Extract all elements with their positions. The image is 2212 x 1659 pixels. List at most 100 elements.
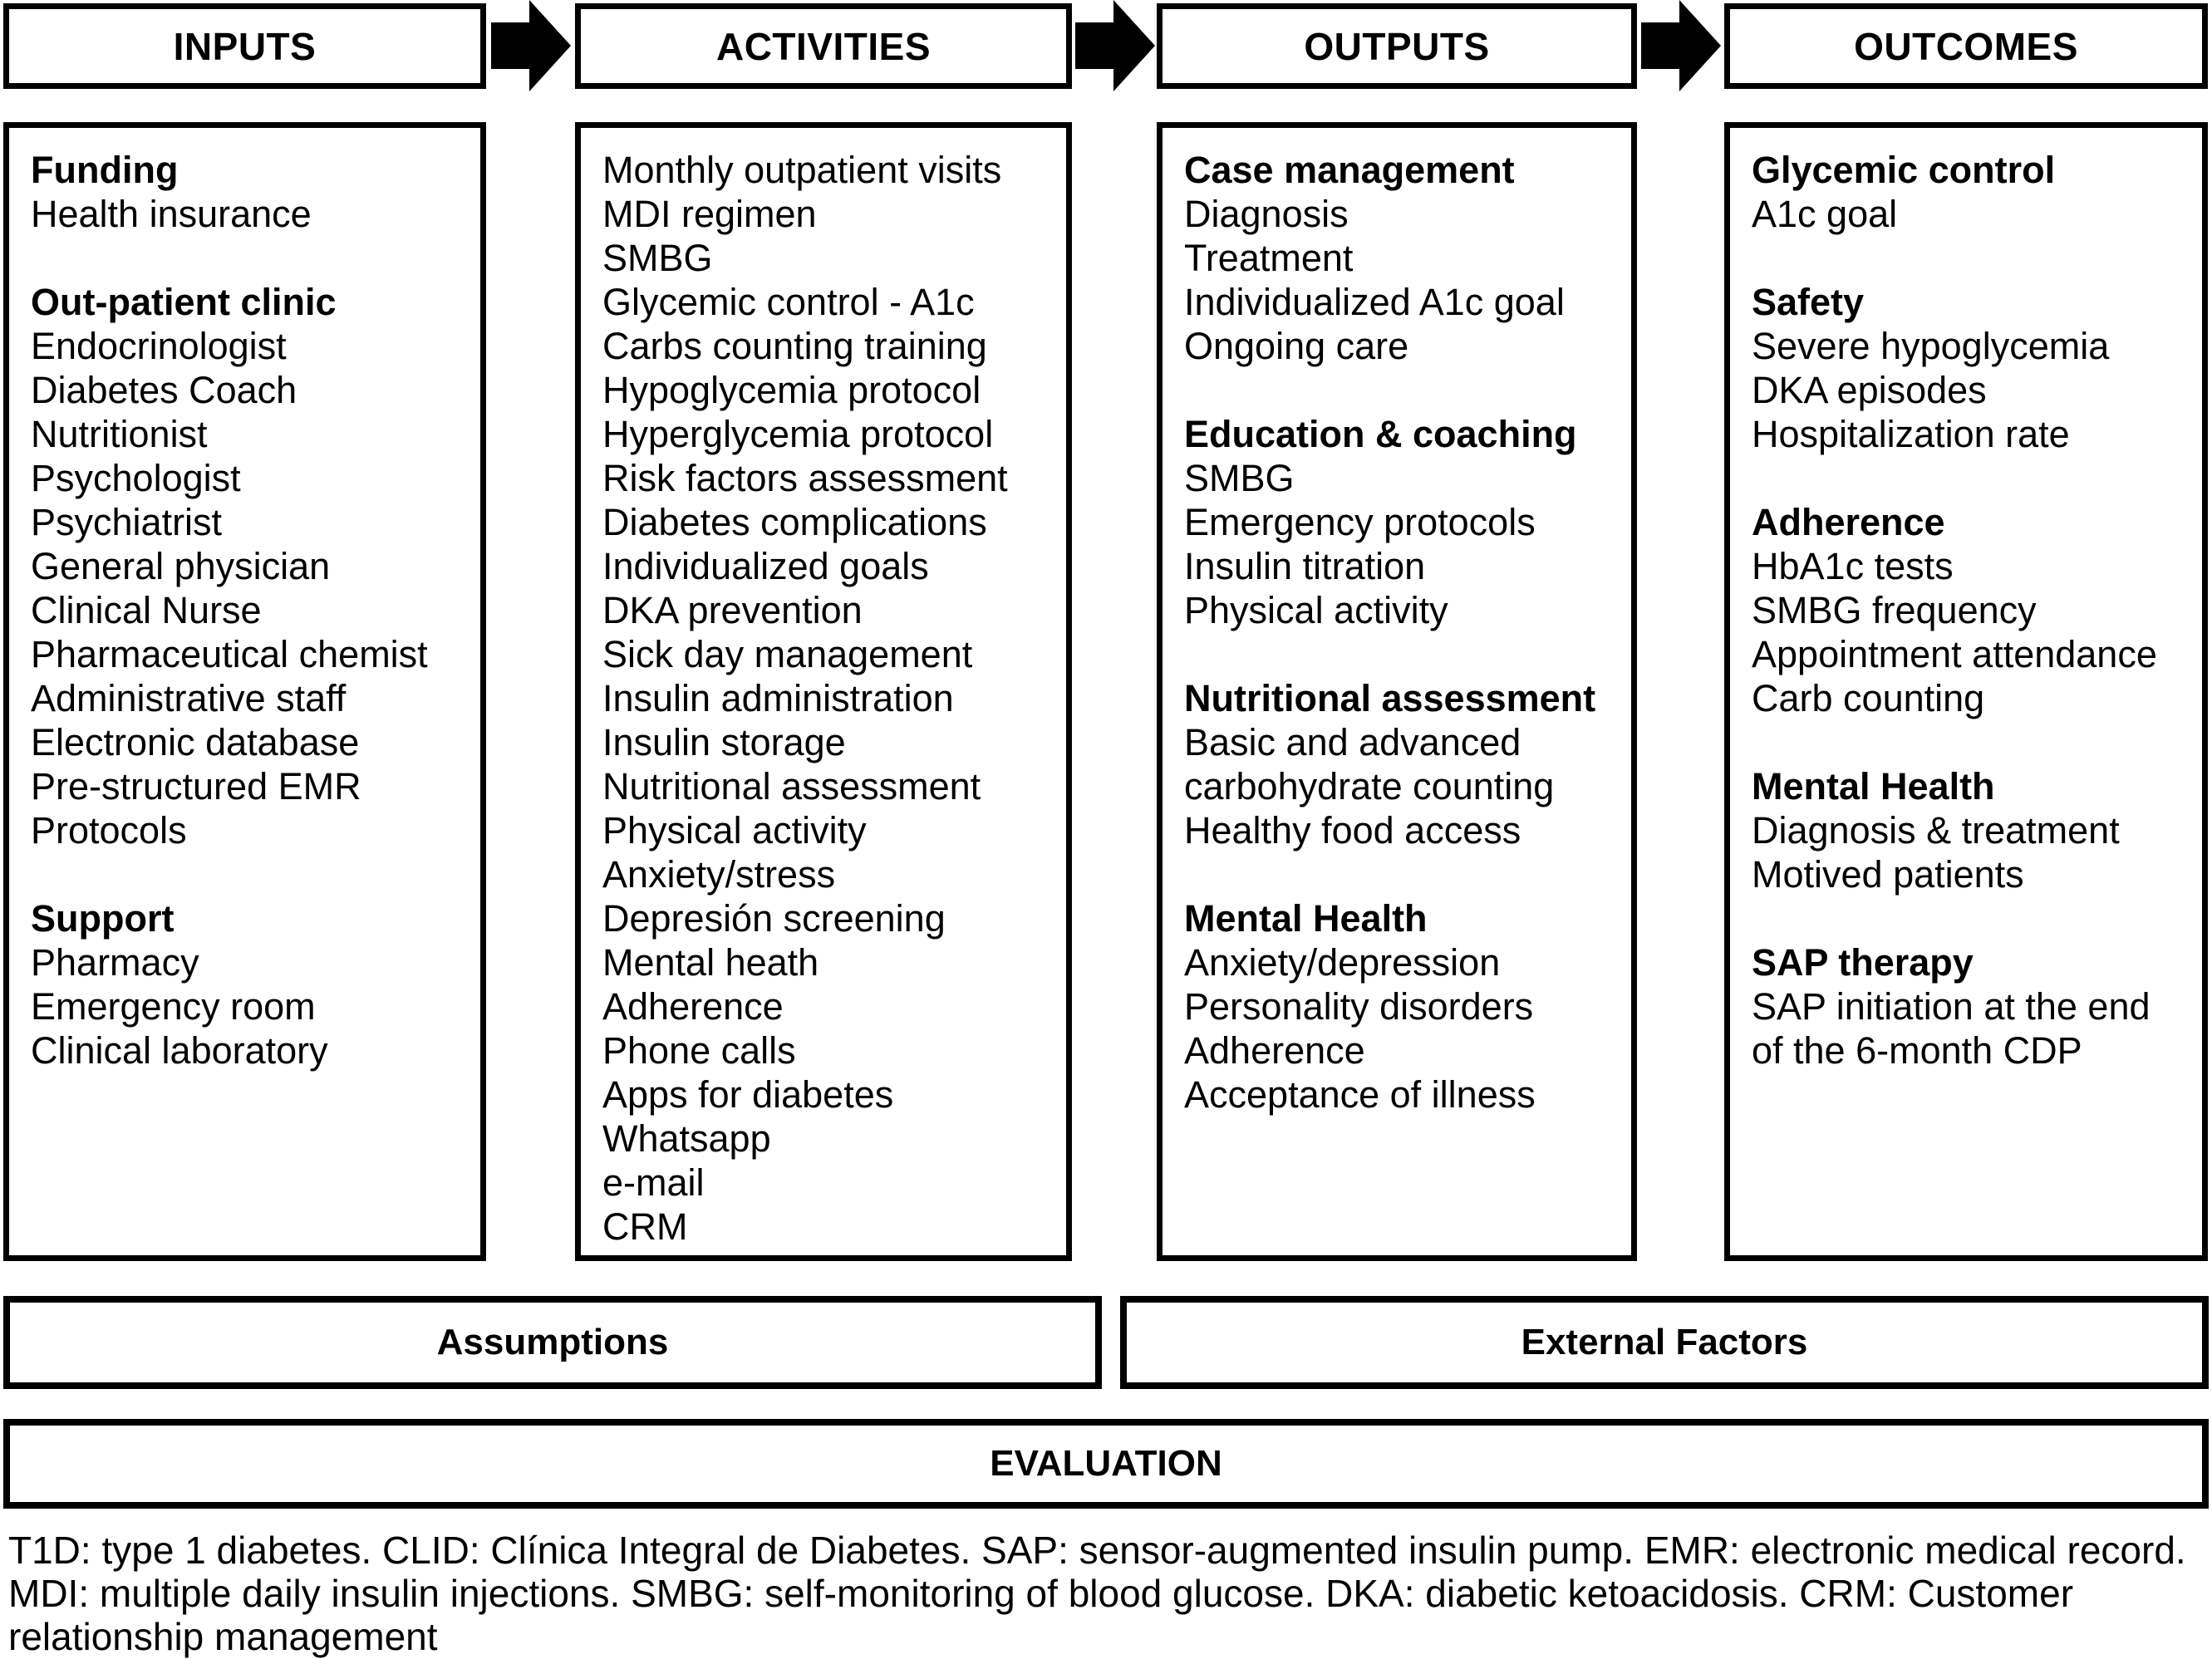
header-outputs: OUTPUTS xyxy=(1157,3,1637,89)
list-item: Protocols xyxy=(31,809,187,852)
arrow-head xyxy=(1113,0,1155,91)
list-item: Physical activity xyxy=(602,809,867,852)
list-item: Individualized goals xyxy=(602,545,929,587)
list-item: e-mail xyxy=(602,1161,705,1204)
list-item: Anxiety/depression xyxy=(1184,941,1501,984)
list-item: A1c goal xyxy=(1752,193,1898,235)
list-item: SMBG xyxy=(602,237,713,279)
list-item: Nutritional assessment xyxy=(602,765,981,807)
list-item: Motived patients xyxy=(1752,853,2024,896)
list-item: Individualized A1c goal xyxy=(1184,281,1565,323)
group-heading: Education & coaching xyxy=(1184,413,1577,455)
list-item: MDI regimen xyxy=(602,193,817,235)
evaluation-label: EVALUATION xyxy=(990,1443,1222,1484)
group-heading: Glycemic control xyxy=(1752,149,2056,191)
list-item: Hyperglycemia protocol xyxy=(602,413,994,455)
list-item: Apps for diabetes xyxy=(602,1073,894,1116)
group-heading: Funding xyxy=(31,149,179,191)
header-activities: ACTIVITIES xyxy=(575,3,1072,89)
list-item: Sick day management xyxy=(602,633,973,675)
group-heading: Safety xyxy=(1752,281,1865,323)
list-item: Psychologist xyxy=(31,457,241,499)
list-item: Whatsapp xyxy=(602,1117,771,1160)
list-item: Nutritionist xyxy=(31,413,208,455)
list-item: SAP initiation at the end of the 6-month… xyxy=(1752,985,2151,1072)
list-item: Monthly outpatient visits xyxy=(602,149,1002,191)
list-item: Diabetes Coach xyxy=(31,369,297,411)
list-item: Clinical laboratory xyxy=(31,1029,328,1072)
assumptions-label: Assumptions xyxy=(436,1322,669,1362)
header-outputs-label: OUTPUTS xyxy=(1304,24,1490,68)
group-heading: Nutritional assessment xyxy=(1184,677,1596,719)
header-inputs: INPUTS xyxy=(3,3,486,89)
header-outcomes: OUTCOMES xyxy=(1724,3,2208,89)
list-item: Glycemic control - A1c xyxy=(602,281,975,323)
list-item: SMBG frequency xyxy=(1752,589,2037,631)
arrow-body xyxy=(1641,22,1679,69)
list-item: Insulin administration xyxy=(602,677,954,719)
list-item: HbA1c tests xyxy=(1752,545,1954,587)
list-item: Carbs counting training xyxy=(602,325,987,367)
list-item: Diagnosis & treatment xyxy=(1752,809,2120,852)
list-item: Diabetes complications xyxy=(602,501,987,543)
list-item: Insulin titration xyxy=(1184,545,1426,587)
list-item: Appointment attendance xyxy=(1752,633,2157,675)
list-item: Depresión screening xyxy=(602,897,946,940)
list-item: Severe hypoglycemia xyxy=(1752,325,2110,367)
header-inputs-label: INPUTS xyxy=(173,24,317,68)
group-heading: Adherence xyxy=(1752,501,1945,543)
list-item: Pharmaceutical chemist xyxy=(31,633,428,675)
header-outcomes-label: OUTCOMES xyxy=(1854,24,2078,68)
assumptions-box: Assumptions xyxy=(3,1296,1102,1389)
group-heading: SAP therapy xyxy=(1752,941,1974,984)
list-item: SMBG xyxy=(1184,457,1295,499)
list-item: Healthy food access xyxy=(1184,809,1521,852)
list-item: Phone calls xyxy=(602,1029,796,1072)
list-item: Carb counting xyxy=(1752,677,1985,719)
list-item: Risk factors assessment xyxy=(602,457,1008,499)
external-factors-box: External Factors xyxy=(1120,1296,2209,1389)
list-item: CRM xyxy=(602,1205,688,1248)
list-item: Administrative staff xyxy=(31,677,347,719)
list-item: Ongoing care xyxy=(1184,325,1409,367)
group-heading: Case management xyxy=(1184,149,1515,191)
list-item: Psychiatrist xyxy=(31,501,223,543)
list-item: Endocrinologist xyxy=(31,325,287,367)
header-activities-label: ACTIVITIES xyxy=(715,24,931,68)
list-item: Clinical Nurse xyxy=(31,589,262,631)
list-item: Hospitalization rate xyxy=(1752,413,2070,455)
arrow-body xyxy=(491,22,529,69)
list-item: Hypoglycemia protocol xyxy=(602,369,981,411)
list-item: General physician xyxy=(31,545,331,587)
arrow-head xyxy=(529,0,571,91)
list-item: Physical activity xyxy=(1184,589,1448,631)
arrow-head xyxy=(1679,0,1721,91)
abbreviations-footnote: T1D: type 1 diabetes. CLID: Clínica Inte… xyxy=(8,1529,2186,1658)
group-heading: Mental Health xyxy=(1752,765,1995,807)
list-item: Treatment xyxy=(1184,237,1354,279)
list-item: DKA episodes xyxy=(1752,369,1987,411)
list-item: Adherence xyxy=(602,985,784,1028)
list-item: Adherence xyxy=(1184,1029,1365,1072)
list-item: Diagnosis xyxy=(1184,193,1349,235)
arrow-body xyxy=(1075,22,1113,69)
arrow-right-icon xyxy=(1075,0,1155,91)
list-item: Mental heath xyxy=(602,941,819,984)
list-item: Emergency protocols xyxy=(1184,501,1536,543)
list-item: Health insurance xyxy=(31,193,312,235)
list-item: Personality disorders xyxy=(1184,985,1534,1028)
arrow-right-icon xyxy=(1641,0,1721,91)
arrow-right-icon xyxy=(491,0,571,91)
list-item: Electronic database xyxy=(31,721,360,763)
list-item: Pre-structured EMR xyxy=(31,765,361,807)
list-item: Pharmacy xyxy=(31,941,199,984)
list-item: Basic and advanced carbohydrate counting xyxy=(1184,721,1555,807)
list-item: DKA prevention xyxy=(602,589,863,631)
evaluation-box: EVALUATION xyxy=(3,1419,2209,1509)
group-heading: Support xyxy=(31,897,175,940)
